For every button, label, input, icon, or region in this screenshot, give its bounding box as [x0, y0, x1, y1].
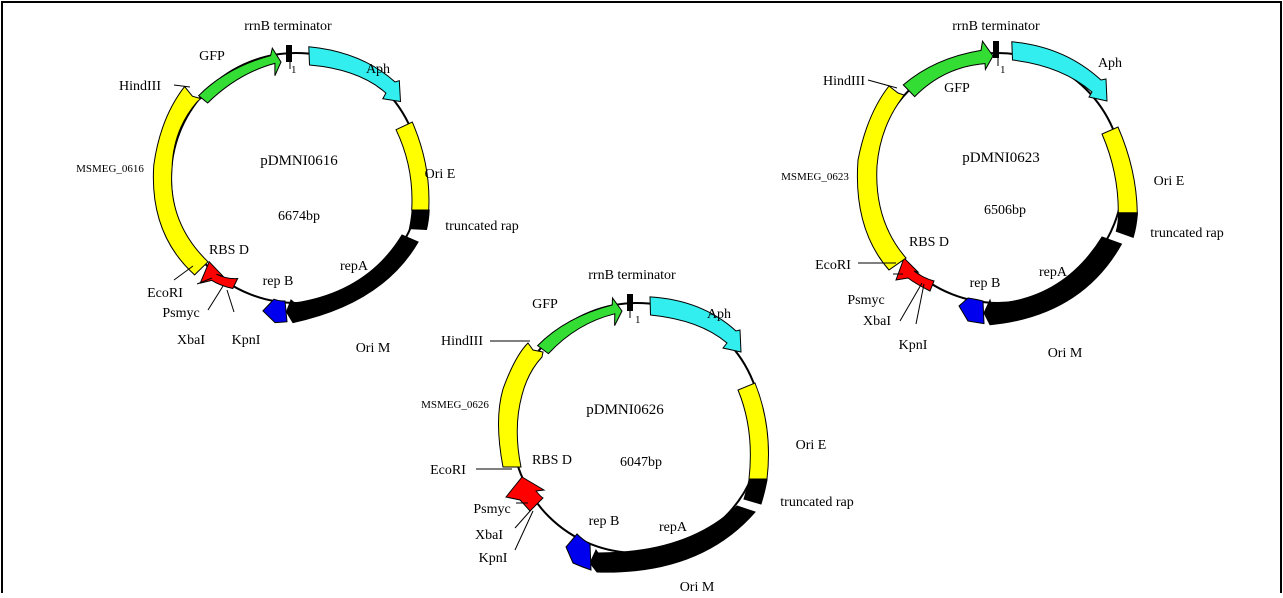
aph-feature: [308, 46, 402, 103]
position-one-label: 1: [1000, 64, 1006, 76]
gfp-label: GFP: [199, 49, 225, 64]
hindiii-label: HindIII: [441, 334, 483, 349]
repa-feature: [983, 236, 1123, 326]
msmeg-feature: [856, 85, 907, 271]
orie-feature: [1101, 126, 1138, 214]
kpni-label: KpnI: [232, 333, 261, 348]
hindiii-leader: [867, 79, 898, 89]
msmeg-feature: [498, 342, 544, 468]
psmyc-label: Psmyc: [847, 293, 884, 308]
xbai-leader: [207, 285, 224, 311]
gfp-feature: [536, 296, 623, 355]
psmyc-feature: [199, 260, 239, 290]
kpni-label: KpnI: [899, 338, 928, 353]
plasmid-size-label: 6674bp: [278, 209, 320, 224]
plasmid-map-pdmni0616: rrnB terminator 1 GFP Aph HindIII MSMEG_…: [76, 19, 519, 356]
rbs-d-label: RBS D: [209, 243, 249, 258]
xbai-label: XbaI: [475, 528, 503, 543]
repb-feature: [262, 298, 288, 324]
psmyc-feature: [895, 257, 935, 292]
kpni-leader: [226, 289, 235, 313]
truncated-rap-label: truncated rap: [780, 495, 853, 510]
truncated-rap-feature: [1115, 212, 1139, 238]
aph-feature: [1011, 41, 1108, 102]
aph-label: Aph: [1098, 56, 1122, 71]
ecori-label: EcoRI: [147, 286, 183, 301]
truncated-rap-label: truncated rap: [1150, 226, 1223, 241]
psmyc-feature: [505, 476, 546, 512]
truncated-rap-feature: [408, 209, 430, 231]
orim-label: Ori M: [356, 341, 391, 356]
ecori-leader: [173, 265, 194, 281]
repb-label: rep B: [970, 276, 1001, 291]
plasmid-name-label: pDMNI0623: [962, 150, 1040, 166]
plasmid-size-label: 6047bp: [620, 455, 662, 470]
repb-feature: [565, 533, 592, 571]
orim-label: Ori M: [680, 580, 715, 593]
xbai-leader: [514, 509, 532, 529]
plasmid-name-label: pDMNI0616: [260, 153, 338, 169]
orie-label: Ori E: [425, 167, 456, 182]
aph-label: Aph: [366, 62, 390, 77]
psmyc-label: Psmyc: [162, 306, 199, 321]
truncated-rap-feature: [743, 479, 768, 505]
plasmid-name-label: pDMNI0626: [586, 402, 664, 418]
xbai-label: XbaI: [177, 333, 205, 348]
rrnb-terminator-label: rrnB terminator: [952, 19, 1040, 34]
repa-feature: [589, 505, 756, 573]
rrnb-terminator-feature: [993, 41, 999, 58]
kpni-leader: [915, 283, 925, 325]
repa-label: repA: [340, 259, 369, 274]
orim-label: Ori M: [1048, 346, 1083, 361]
msmeg-feature: [152, 85, 209, 276]
repa-label: repA: [659, 520, 688, 535]
repb-label: rep B: [263, 274, 294, 289]
gfp-feature: [197, 46, 282, 104]
repb-label: rep B: [589, 514, 620, 529]
rrnb-terminator-label: rrnB terminator: [244, 19, 332, 34]
hindiii-label: HindIII: [119, 79, 161, 94]
ecori-label: EcoRI: [430, 463, 466, 478]
aph-feature: [649, 296, 742, 353]
plasmid-map-pdmni0623: rrnB terminator 1 GFP Aph HindIII MSMEG_…: [781, 19, 1224, 361]
kpni-label: KpnI: [479, 551, 508, 566]
hindiii-leader: [173, 84, 191, 88]
gfp-feature: [902, 39, 994, 98]
gfp-label: GFP: [532, 297, 558, 312]
position-one-label: 1: [635, 314, 641, 326]
psmyc-label: Psmyc: [473, 502, 510, 517]
repa-feature: [285, 234, 419, 324]
plasmid-size-label: 6506bp: [984, 203, 1026, 218]
position-one-label: 1: [291, 64, 297, 76]
psmyc-leader: [196, 277, 213, 285]
rbs-d-label: RBS D: [909, 235, 949, 250]
xbai-label: XbaI: [863, 314, 891, 329]
rrnb-terminator-feature: [286, 45, 292, 62]
msmeg-gene-label: MSMEG_0623: [781, 171, 849, 183]
rrnb-terminator-label: rrnB terminator: [588, 268, 676, 283]
msmeg-gene-label: MSMEG_0626: [421, 399, 489, 411]
aph-label: Aph: [707, 307, 731, 322]
hindiii-label: HindIII: [823, 74, 865, 89]
plasmid-map-pdmni0626: rrnB terminator 1 GFP Aph HindIII MSMEG_…: [421, 268, 854, 595]
ecori-label: EcoRI: [815, 258, 851, 273]
repa-label: repA: [1039, 265, 1068, 280]
orie-label: Ori E: [796, 438, 827, 453]
xbai-leader: [899, 282, 923, 322]
kpni-leader: [514, 510, 534, 551]
rbs-d-label: RBS D: [532, 453, 572, 468]
truncated-rap-label: truncated rap: [445, 219, 518, 234]
orie-feature: [737, 382, 769, 480]
repb-feature: [958, 297, 985, 325]
rrnb-terminator-feature: [627, 294, 633, 311]
gfp-label: GFP: [944, 81, 970, 96]
orie-label: Ori E: [1154, 174, 1185, 189]
msmeg-gene-label: MSMEG_0616: [76, 163, 144, 175]
